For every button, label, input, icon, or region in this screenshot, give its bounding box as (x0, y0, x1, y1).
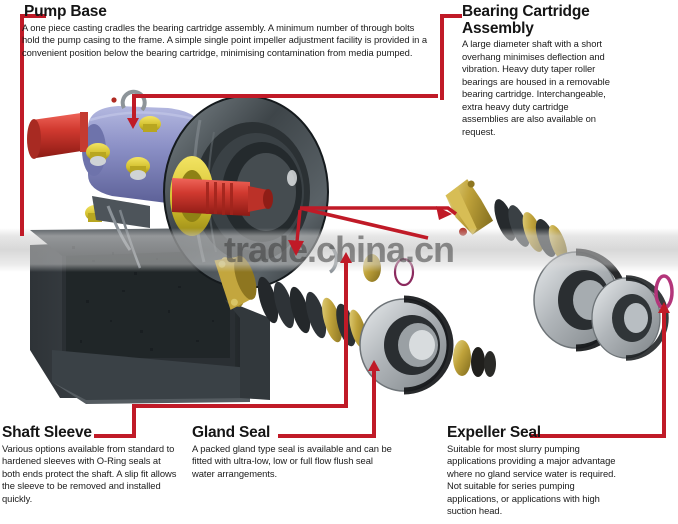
pumpbase-leader-under (132, 94, 438, 98)
packing-rings (257, 276, 367, 349)
callout-body-gland-seal: A packed gland type seal is available an… (192, 442, 392, 479)
shaftsleeve-leader-run (132, 404, 348, 408)
callout-body-pump-base: A one piece casting cradles the bearing … (22, 21, 428, 58)
expellerseal-leader-title (530, 434, 666, 438)
callout-title-pump-base: Pump Base (24, 3, 107, 20)
clip-ring (328, 244, 338, 274)
bearing-cartridge-exploded (445, 179, 568, 262)
callout-shaft-sleeve: Shaft Sleeve Various options available f… (2, 424, 180, 505)
glandseal-arrowhead (368, 360, 380, 371)
bearing-leader-top (440, 14, 462, 18)
shaftsleeve-leader-title (94, 434, 136, 438)
callout-body-bearing-cartridge-assembly: A large diameter shaft with a short over… (462, 38, 610, 137)
pumpbase-leader-left (20, 14, 24, 236)
callout-title-gland-seal: Gland Seal (192, 424, 271, 441)
glandseal-leader-run (366, 434, 376, 438)
lantern-ring (363, 254, 381, 282)
callout-bearing-cartridge-assembly: Bearing Cartridge Assembly A large diame… (462, 3, 612, 138)
callout-title-shaft-sleeve: Shaft Sleeve (2, 424, 92, 441)
pumpbase-leader-drop (132, 94, 136, 120)
expeller-seal-stack-right (533, 248, 674, 361)
callout-title-bearing-cartridge-assembly: Bearing Cartridge Assembly (462, 3, 590, 37)
shaftsleeve-arrowhead (340, 252, 352, 263)
glandseal-leader-title (278, 434, 370, 438)
gland-oring (393, 257, 415, 287)
callout-body-expeller-seal: Suitable for most slurry pumping applica… (447, 442, 616, 517)
pumpbase-leader-top (20, 14, 46, 18)
pumpbase-arrowhead (127, 118, 139, 129)
impeller-and-shaft (170, 156, 273, 236)
glandseal-leader-up (372, 370, 376, 438)
callout-gland-seal: Gland Seal A packed gland type seal is a… (192, 424, 392, 480)
callout-expeller-seal: Expeller Seal Suitable for most slurry p… (447, 424, 627, 518)
expeller-seal-disc-left (359, 295, 496, 395)
inlet-pipe (27, 112, 88, 159)
expellerseal-leader-up (662, 312, 666, 438)
callout-body-shaft-sleeve: Various options available from standard … (2, 442, 177, 504)
expellerseal-arrowhead (658, 302, 670, 313)
shaftsleeve-leader-rise (132, 404, 136, 438)
cartridge-bolts (85, 89, 161, 222)
callout-pump-base: Pump Base A one piece casting cradles th… (22, 3, 434, 59)
bearing-leader-left (440, 14, 444, 100)
shaftsleeve-leader-up (344, 262, 348, 408)
callout-title-expeller-seal: Expeller Seal (447, 424, 541, 441)
